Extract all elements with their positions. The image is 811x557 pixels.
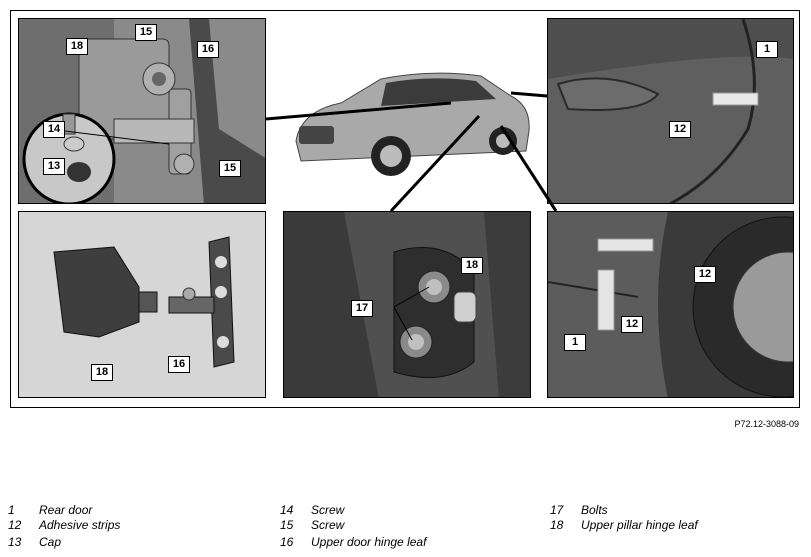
- legend-text: Screw: [311, 503, 345, 517]
- panel-pillar-bolts: [283, 211, 531, 398]
- panel-hinge-parts: [18, 211, 266, 398]
- legend-number: 1: [8, 503, 15, 517]
- callout-17: 17: [351, 300, 373, 317]
- reference-code: P72.12-3088-09: [734, 419, 799, 429]
- callout-16: 16: [197, 41, 219, 58]
- legend-number: 14: [280, 503, 294, 517]
- panel-rear-door: [547, 18, 794, 204]
- callout-15: 15: [219, 160, 241, 177]
- callout-13: 13: [43, 158, 65, 175]
- figure-frame: 18 15 16 14 13 15 1 12 18 16 18 17 12 12…: [10, 10, 800, 408]
- callout-1: 1: [756, 41, 778, 58]
- legend-number: 15: [280, 518, 294, 532]
- legend-number: 17: [550, 503, 564, 517]
- legend-text: Upper pillar hinge leaf: [581, 518, 698, 532]
- callout-12: 12: [694, 266, 716, 283]
- callout-16: 16: [168, 356, 190, 373]
- legend-text: Adhesive strips: [39, 518, 121, 532]
- connector-lines: [265, 91, 558, 213]
- legend-number: 18: [550, 518, 564, 532]
- callout-18: 18: [66, 38, 88, 55]
- car-overview: [295, 72, 530, 176]
- callout-12: 12: [669, 121, 691, 138]
- rear-door-drawing: [548, 19, 793, 203]
- wheel-arch-drawing: [548, 212, 793, 397]
- pillar-bolts-drawing: [284, 212, 530, 397]
- callout-12: 12: [621, 316, 643, 333]
- legend-number: 12: [8, 518, 22, 532]
- callout-15: 15: [135, 24, 157, 41]
- hinge-parts-drawing: [19, 212, 265, 397]
- callout-14: 14: [43, 121, 65, 138]
- legend-number: 13: [8, 535, 22, 549]
- panel-wheel-arch: [547, 211, 794, 398]
- legend-text: Cap: [39, 535, 62, 549]
- legend-text: Bolts: [581, 503, 608, 517]
- legend-text: Upper door hinge leaf: [311, 535, 427, 549]
- legend-text: Rear door: [39, 503, 93, 517]
- callout-18: 18: [461, 257, 483, 274]
- legend-text: Screw: [311, 518, 345, 532]
- callout-1: 1: [564, 334, 586, 351]
- callout-18: 18: [91, 364, 113, 381]
- legend-number: 16: [280, 535, 294, 549]
